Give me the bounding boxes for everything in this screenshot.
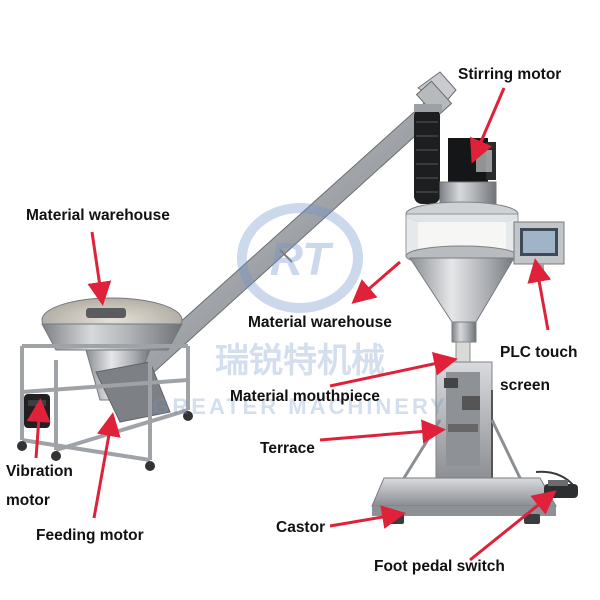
label-material-warehouse-right: Material warehouse	[248, 314, 392, 331]
label-foot-pedal-switch: Foot pedal switch	[374, 558, 505, 575]
arrow-material-mouthpiece	[329, 352, 458, 388]
arrow-stirring-motor	[470, 87, 506, 164]
arrow-feeding-motor	[92, 412, 121, 519]
hopper-frame	[20, 344, 190, 462]
arrow-vibration-motor	[26, 398, 51, 459]
label-material-mouthpiece: Material mouthpiece	[230, 388, 380, 405]
hopper-cone	[409, 257, 515, 369]
label-material-warehouse-left: Material warehouse	[26, 207, 170, 224]
arrow-foot-pedal-switch	[469, 490, 557, 562]
arrow-plc-touch-screen	[527, 258, 552, 331]
label-stirring-motor: Stirring motor	[458, 66, 562, 83]
transparent-hopper	[405, 201, 519, 267]
flexible-hose	[414, 104, 442, 204]
frame-castors	[17, 411, 193, 471]
arrow-castor	[329, 505, 406, 529]
label-vibration: Vibration	[6, 463, 73, 480]
label-terrace: Terrace	[260, 440, 315, 457]
label-screen: screen	[500, 377, 550, 394]
label-motor: motor	[6, 492, 50, 509]
arrow-terrace	[319, 419, 446, 444]
label-feeding-motor: Feeding motor	[36, 527, 144, 544]
arrow-material-warehouse-left	[87, 231, 112, 306]
plc-screen-unit	[513, 221, 565, 278]
label-castor: Castor	[276, 519, 326, 536]
label-plc-touch: PLC touch	[500, 344, 578, 361]
arrow-material-warehouse-right	[351, 260, 401, 304]
